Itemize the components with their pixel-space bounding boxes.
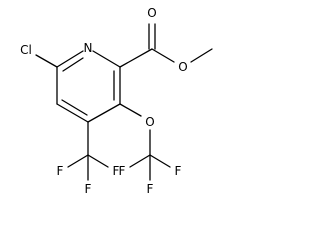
atom-label-cl: Cl — [20, 43, 32, 57]
bond-c6-cl — [35, 54, 58, 68]
atom-label-f-cf3-ring-left: F — [57, 164, 64, 178]
bond-c3-o-ether — [119, 103, 142, 117]
bond-carbonyl-c-o — [151, 48, 175, 63]
atom-label-f-ocf3-left: F — [119, 164, 126, 178]
bond-ring-c4-c5-inner — [61, 99, 88, 116]
atom-label-f-ocf3-bottom: F — [147, 182, 154, 196]
bond-ring-c6-n-inner — [62, 57, 84, 72]
bond-ocf3-f-right — [149, 154, 171, 168]
atom-label-f-cf3-ring-right: F — [113, 164, 120, 178]
molecule-drawing: Cl N O O O F F F F F F — [20, 6, 213, 196]
bond-o-methyl — [190, 48, 213, 63]
atom-label-f-cf3-ring-bottom: F — [85, 182, 92, 196]
bond-ocf3-f-left — [129, 154, 151, 168]
atom-label-o-carbonyl: O — [147, 6, 156, 20]
bond-ring-c3-c4 — [87, 103, 121, 123]
bond-ring-n-c2 — [92, 50, 121, 68]
atom-label-o-ether: O — [145, 115, 154, 129]
bond-ring-c6-n — [56, 50, 84, 68]
structure-diagram: Cl N O O O F F F F F F — [20, 6, 213, 196]
bond-cf3-f-right — [87, 154, 109, 168]
atom-label-n: N — [84, 41, 93, 55]
atom-label-f-ocf3-right: F — [175, 164, 182, 178]
bond-cf3-f-left — [67, 154, 89, 168]
bond-ring-c4-c5 — [56, 103, 89, 123]
bond-c2-carbonyl-c — [119, 48, 153, 68]
atom-label-o-ester: O — [178, 60, 187, 74]
